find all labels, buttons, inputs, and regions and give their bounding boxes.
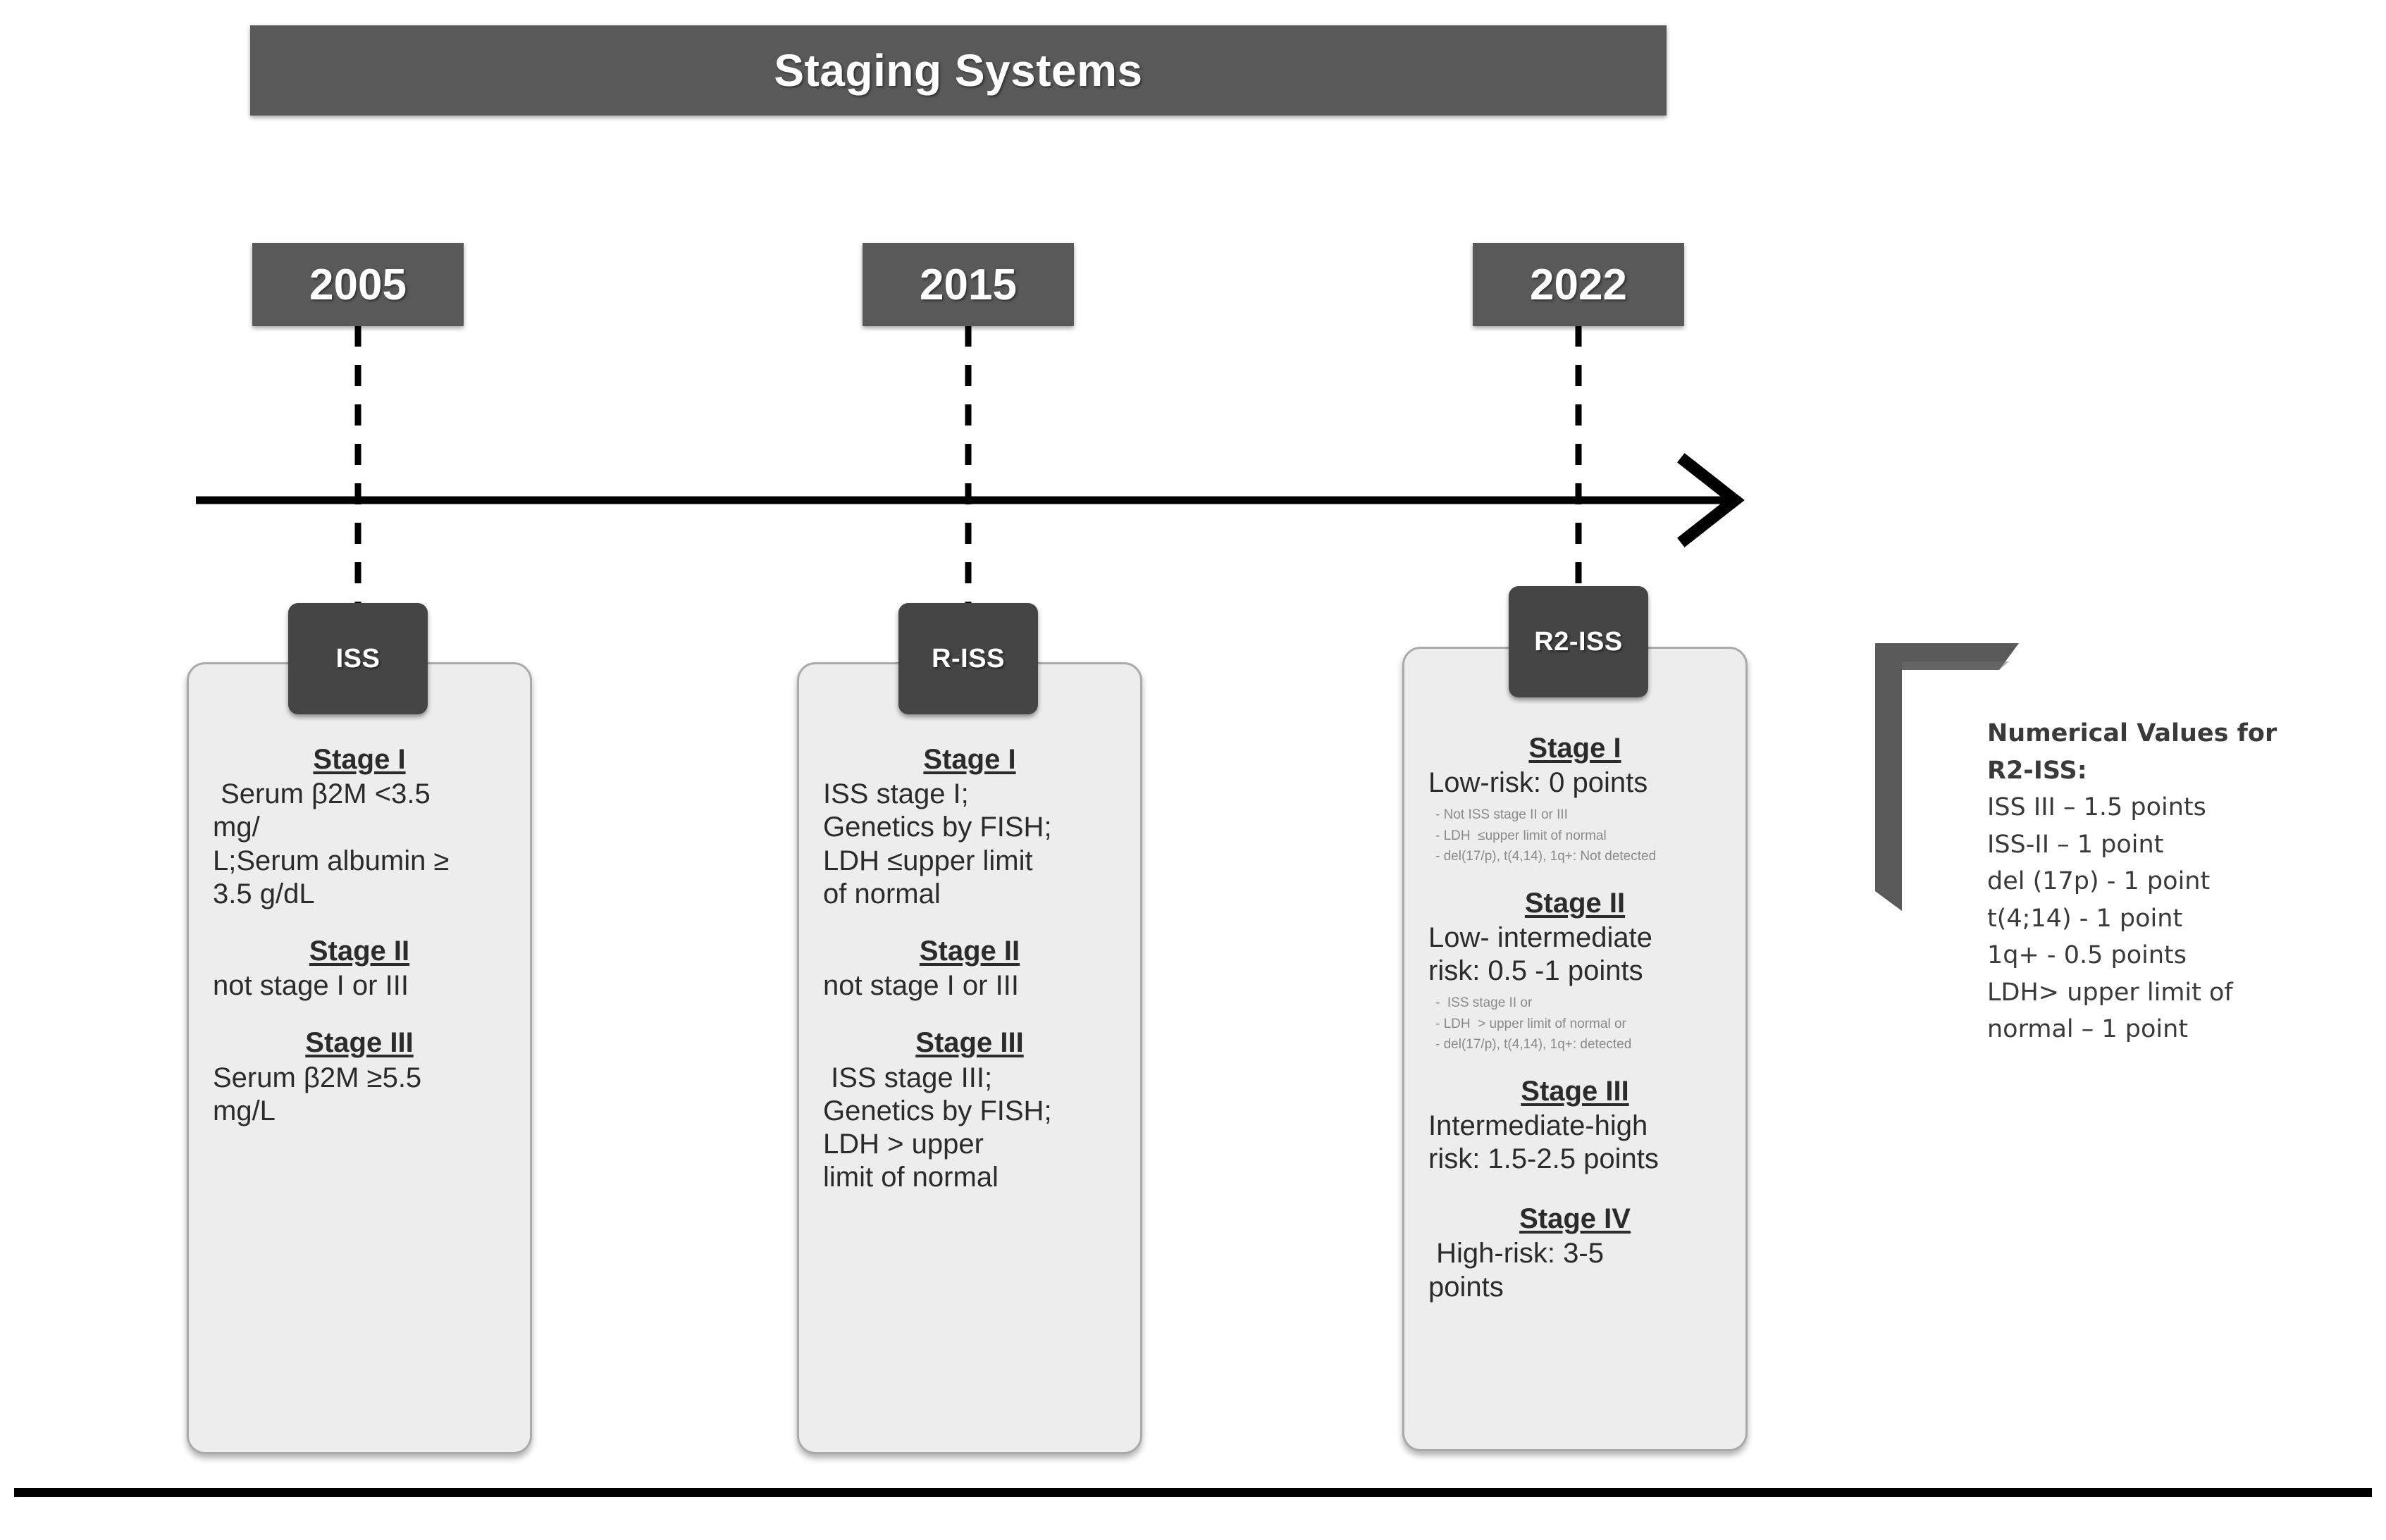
stage-text-line: limit of normal	[823, 1162, 999, 1193]
stage-block: Stage IV High-risk: 3-5 points	[1428, 1203, 1721, 1304]
stage-text-line: Low- intermediate	[1428, 921, 1652, 953]
stage-heading: Stage I	[1528, 733, 1621, 764]
stage-text-line: Serum β2M <3.5	[213, 778, 431, 810]
legend-value-line: normal – 1 point	[1987, 1015, 2189, 1043]
stage-text-line: Genetics by FISH;	[823, 812, 1052, 843]
stage-text-line: 3.5 g/dL	[213, 878, 315, 909]
stage-text-line: risk: 0.5 -1 points	[1428, 955, 1643, 987]
year-chip-2015[interactable]: 2015	[863, 243, 1074, 326]
stage-block: Stage I Low-risk: 0 points - Not ISS sta…	[1428, 732, 1721, 867]
stage-heading: Stage II	[309, 935, 410, 967]
panel-body: Stage I Low-risk: 0 points - Not ISS sta…	[1428, 732, 1721, 1304]
stage-block: Stage II not stage I or III	[213, 935, 506, 1002]
stage-text-line: of normal	[823, 878, 941, 909]
stage-heading: Stage I	[923, 744, 1016, 775]
stage-text-line: not stage I or III	[213, 970, 409, 1002]
stage-text-line: ISS stage III;	[823, 1062, 993, 1093]
stage-block: Stage I ISS stage I; Genetics by FISH; L…	[823, 743, 1116, 911]
panel-r-iss: Stage I ISS stage I; Genetics by FISH; L…	[797, 662, 1142, 1454]
legend-value-line: t(4;14) - 1 point	[1987, 904, 2183, 933]
legend-numerical-values: Numerical Values for R2-ISS: ISS III – 1…	[1871, 638, 2308, 1074]
stage-block: Stage III Serum β2M ≥5.5 mg/L	[213, 1026, 506, 1128]
stage-text-line: Intermediate-high	[1428, 1110, 1648, 1141]
stage-block: Stage III Intermediate-high risk: 1.5-2.…	[1428, 1075, 1721, 1176]
year-chip-2005[interactable]: 2005	[252, 243, 464, 326]
legend-title-line: Numerical Values for	[1987, 719, 2277, 747]
legend-value-line: del (17p) - 1 point	[1987, 867, 2211, 895]
stage-text-line: mg/L	[213, 1095, 276, 1126]
stage-heading: Stage III	[305, 1027, 414, 1059]
stage-text-line: not stage I or III	[823, 970, 1019, 1002]
system-chip-r2-iss[interactable]: R2-ISS	[1509, 586, 1648, 697]
stage-heading: Stage IV	[1519, 1203, 1631, 1235]
stage-text-line: points	[1428, 1271, 1504, 1303]
stage-text-line: ISS stage I;	[823, 778, 969, 810]
year-label: 2005	[309, 260, 407, 309]
stage-block: Stage II Low- intermediate risk: 0.5 -1 …	[1428, 887, 1721, 1055]
sub-bullet: - ISS stage II or	[1435, 995, 1533, 1011]
sub-bullet: - del(17/p), t(4,14), 1q+: detected	[1435, 1037, 1632, 1052]
stage-block: Stage II not stage I or III	[823, 935, 1116, 1002]
legend-title-line: R2-ISS:	[1987, 756, 2087, 785]
system-chip-iss[interactable]: ISS	[288, 603, 428, 714]
stage-sub-bullets: - ISS stage II or - LDH > upper limit of…	[1428, 993, 1721, 1055]
stage-heading: Stage III	[915, 1027, 1024, 1059]
sub-bullet: - Not ISS stage II or III	[1435, 807, 1568, 823]
system-chip-label: R2-ISS	[1534, 626, 1623, 657]
year-chip-2022[interactable]: 2022	[1473, 243, 1684, 326]
stage-text-line: Genetics by FISH;	[823, 1095, 1052, 1126]
title-banner: Staging Systems	[250, 25, 1667, 116]
sub-bullet: - del(17/p), t(4,14), 1q+: Not detected	[1435, 849, 1657, 864]
system-chip-r-iss[interactable]: R-ISS	[898, 603, 1038, 714]
system-chip-label: R-ISS	[932, 643, 1005, 673]
stage-text-line: risk: 1.5-2.5 points	[1428, 1143, 1659, 1174]
stage-text-line: Low-risk: 0 points	[1428, 767, 1648, 799]
year-label: 2015	[920, 260, 1017, 309]
year-label: 2022	[1530, 260, 1627, 309]
legend-text-block: Numerical Values for R2-ISS: ISS III – 1…	[1987, 715, 2304, 1048]
legend-value-line: ISS III – 1.5 points	[1987, 793, 2206, 821]
stage-text-line: LDH > upper	[823, 1128, 984, 1160]
legend-value-line: LDH> upper limit of	[1987, 978, 2233, 1007]
stage-heading: Stage II	[919, 935, 1020, 967]
panel-body: Stage I Serum β2M <3.5 mg/ L;Serum album…	[213, 743, 506, 1128]
stage-block: Stage III ISS stage III; Genetics by FIS…	[823, 1026, 1116, 1194]
legend-value-line: 1q+ - 0.5 points	[1987, 941, 2187, 969]
stage-text-line: mg/	[213, 812, 260, 843]
stage-sub-bullets: - Not ISS stage II or III - LDH ≤upper l…	[1428, 805, 1721, 867]
page-title: Staging Systems	[774, 45, 1143, 96]
stage-text-line: Serum β2M ≥5.5	[213, 1062, 422, 1093]
timeline-arrowhead	[1677, 453, 1745, 547]
sub-bullet: - LDH > upper limit of normal or	[1435, 1016, 1626, 1031]
sub-bullet: - LDH ≤upper limit of normal	[1435, 828, 1607, 843]
panel-r2-iss: Stage I Low-risk: 0 points - Not ISS sta…	[1402, 647, 1748, 1451]
panel-iss: Stage I Serum β2M <3.5 mg/ L;Serum album…	[187, 662, 532, 1454]
legend-value-line: ISS-II – 1 point	[1987, 830, 2164, 859]
stage-heading: Stage I	[313, 744, 406, 775]
corner-bracket-icon	[1875, 643, 2019, 911]
stage-text-line: LDH ≤upper limit	[823, 845, 1033, 876]
stage-block: Stage I Serum β2M <3.5 mg/ L;Serum album…	[213, 743, 506, 911]
stage-heading: Stage III	[1521, 1075, 1629, 1107]
stage-text-line: L;Serum albumin ≥	[213, 845, 450, 876]
stage-heading: Stage II	[1524, 887, 1626, 919]
bottom-divider	[14, 1488, 2372, 1497]
stage-text-line: High-risk: 3-5	[1428, 1238, 1604, 1269]
panel-body: Stage I ISS stage I; Genetics by FISH; L…	[823, 743, 1116, 1194]
system-chip-label: ISS	[335, 643, 381, 673]
